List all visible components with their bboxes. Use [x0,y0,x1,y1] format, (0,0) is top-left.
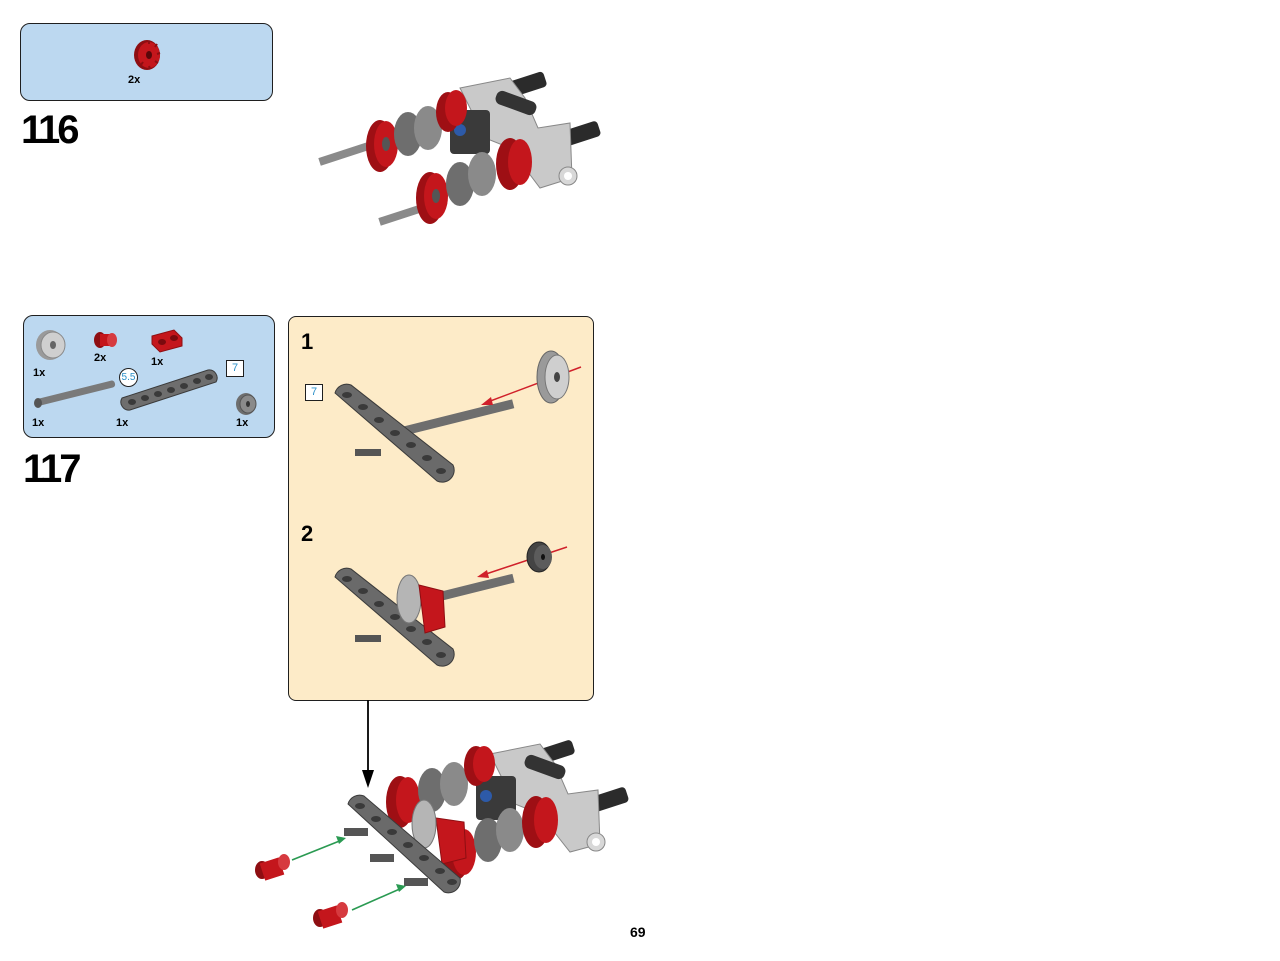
beam-length-callout: 7 [305,384,323,401]
gray-gear-small-icon [236,393,257,415]
red-pin-connector-icon [94,332,117,348]
beam-length-callout: 7 [226,360,244,377]
substep-number-2: 2 [301,521,314,546]
part-qty: 1x [32,417,45,429]
page-number: 69 [630,924,646,940]
down-arrow [362,700,374,788]
subassembly-panel: 1 7 2 [288,316,594,701]
assembly-illustration-116 [318,71,601,226]
red-gear-12-tooth-icon [134,40,161,70]
part-qty: 1x [151,356,164,368]
substep-number-1: 1 [301,329,314,354]
part-qty: 2x [94,352,107,364]
beam-7-icon [120,369,218,411]
part-qty: 1x [236,417,249,429]
parts-list-step-116: 2x [20,23,273,101]
substep-1-illustration [334,350,582,483]
part-qty: 1x [33,367,46,379]
part-qty: 2x [128,74,141,86]
axle-5-5-icon [34,380,116,408]
step-number-116: 116 [21,108,80,152]
axle-length-callout: 5.5 [119,368,138,387]
part-qty: 1x [116,417,129,429]
assembly-illustration-117 [255,740,629,929]
gray-gear-16-tooth-icon [36,330,66,360]
step-number-117: 117 [23,447,82,491]
parts-list-step-117: 1x 2x 1x 5.5 1x 7 1x 1x [23,315,275,438]
red-double-block-icon [151,329,183,353]
substep-2-illustration [334,541,568,667]
